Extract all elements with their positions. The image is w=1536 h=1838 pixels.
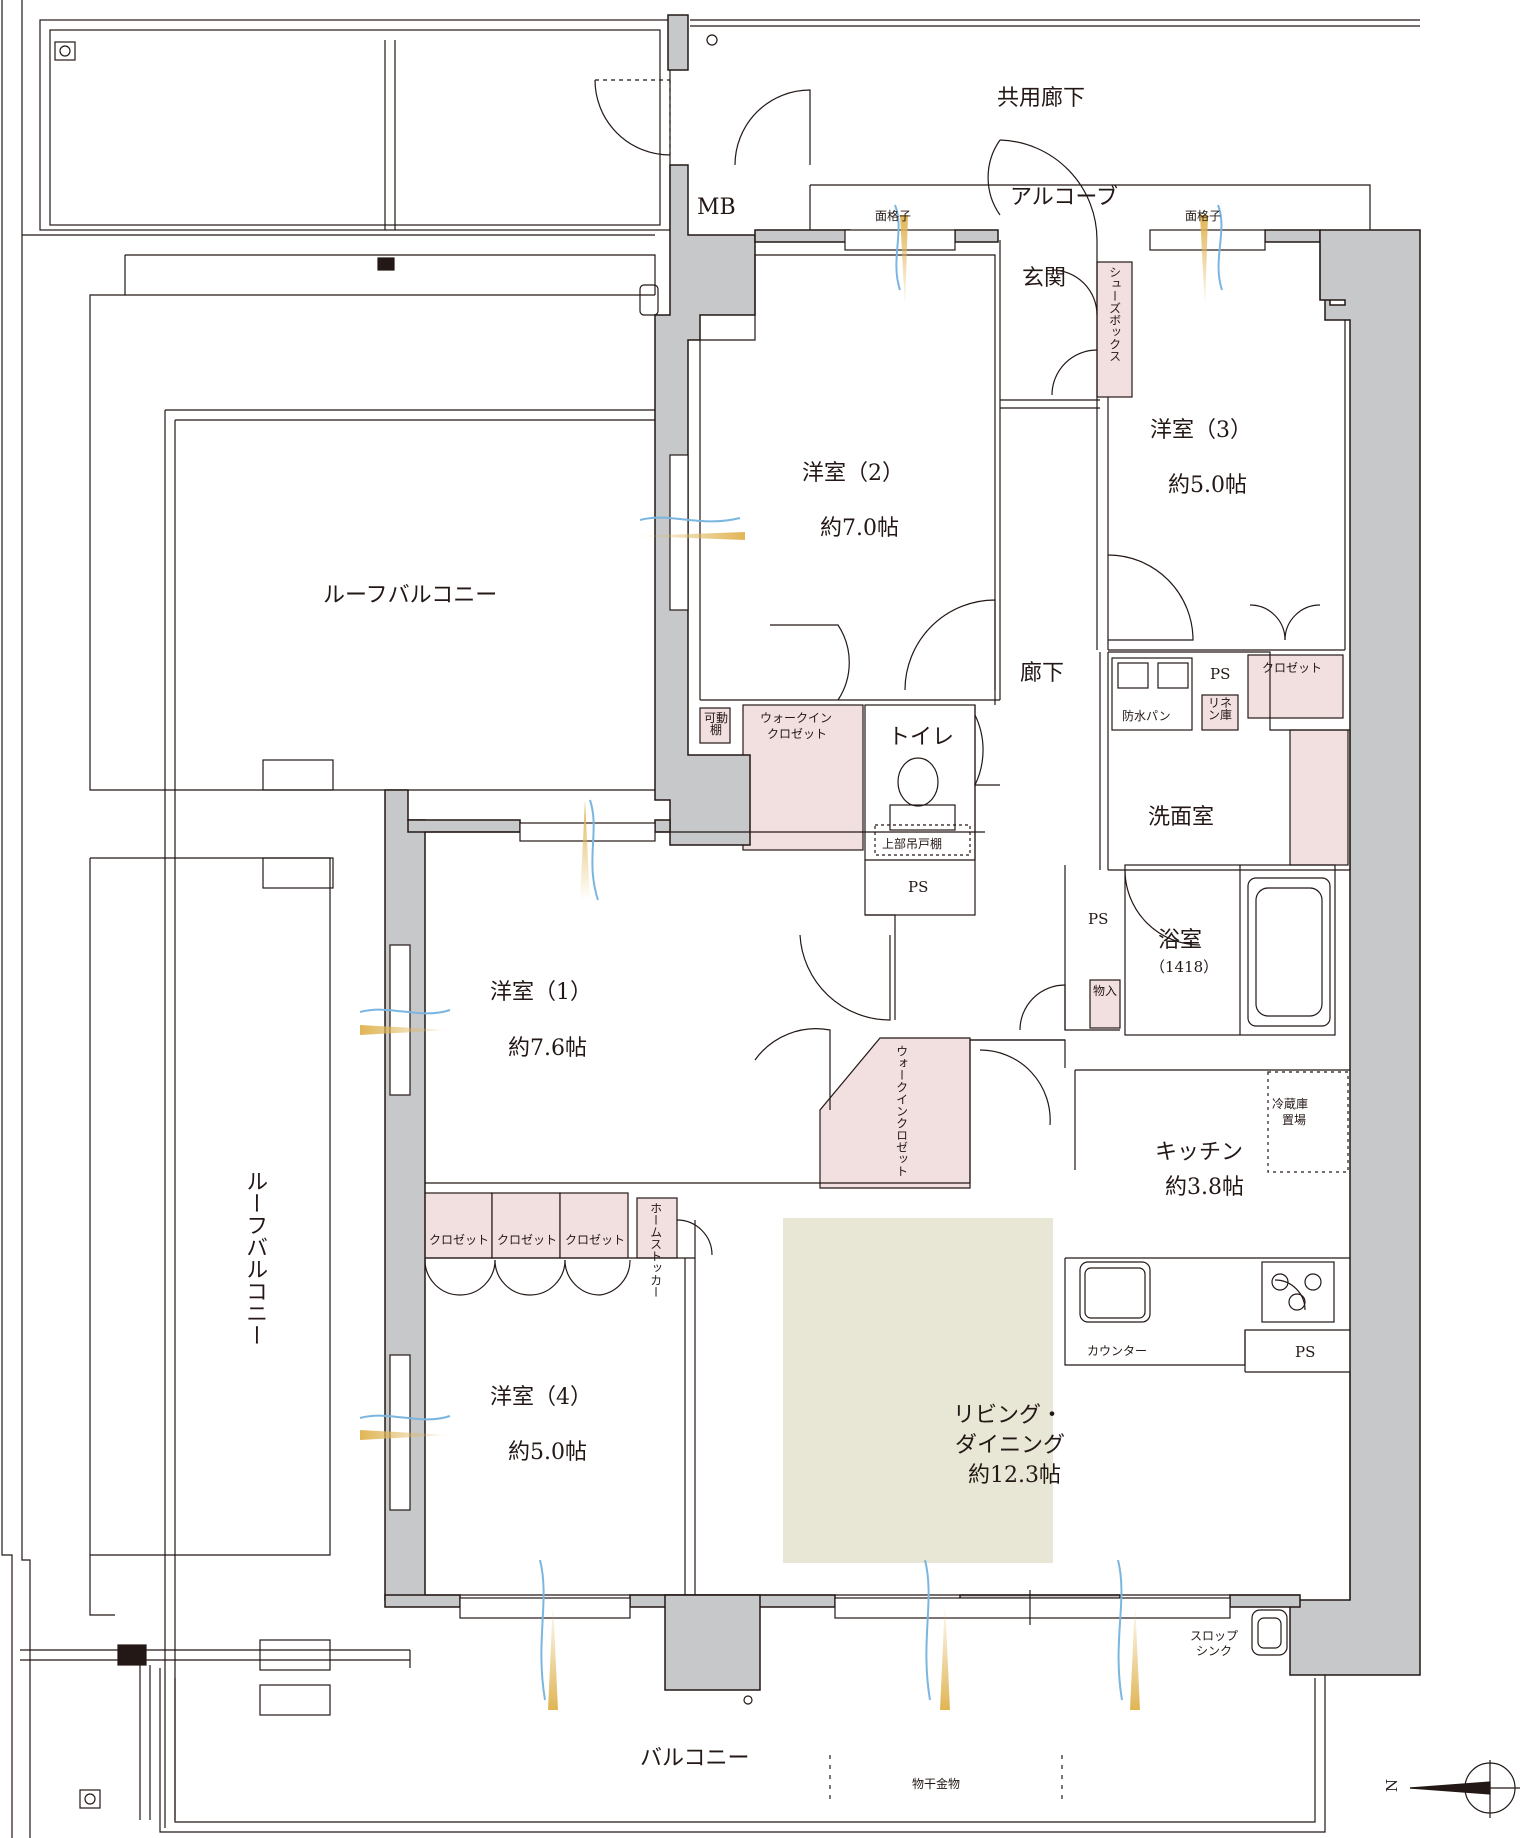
kitchen-name: キッチン: [1155, 1140, 1244, 1165]
fridge-label-line2: 置場: [1282, 1113, 1307, 1127]
hallway-label: 廊下: [1020, 661, 1065, 686]
movable-shelf-label: 可動棚: [703, 711, 728, 737]
room2-size: 約7.0帖: [820, 516, 899, 541]
clothes-hanger-label: 物干金物: [912, 1777, 961, 1791]
storage-mono-label: 物入: [1092, 984, 1117, 998]
room4-name: 洋室（4）: [490, 1385, 592, 1410]
room3-name: 洋室（3）: [1150, 418, 1252, 443]
roof-balcony-left-label: ルーフバルコニー: [242, 1170, 268, 1346]
counter-label: カウンター: [1087, 1344, 1148, 1358]
mb-label: MB: [697, 195, 736, 220]
closet-3-label: クロゼット: [564, 1233, 625, 1247]
kitchen-size: 約3.8帖: [1165, 1175, 1244, 1200]
closet-2-label: クロゼット: [496, 1233, 557, 1247]
washroom-label: 洗面室: [1148, 805, 1215, 830]
closet-1-label: クロゼット: [428, 1233, 489, 1247]
shoe-box-label: シューズボックス: [1107, 266, 1122, 362]
closet-room3-label: クロゼット: [1262, 661, 1323, 675]
linen-label: リネン庫: [1207, 696, 1232, 722]
living-size: 約12.3帖: [968, 1463, 1061, 1488]
roof-balcony-top-label: ルーフバルコニー: [323, 583, 498, 608]
storage-fills: [423, 261, 1349, 1259]
room1-name: 洋室（1）: [490, 980, 592, 1005]
slop-sink: [1251, 1609, 1288, 1656]
compass-icon: [1409, 1760, 1520, 1818]
room3-size: 約5.0帖: [1168, 473, 1247, 498]
outdoor-outlines: [1, 0, 1420, 1838]
door-swings: [424, 79, 1321, 1311]
wic-label-line1: ウォークイン: [760, 711, 833, 725]
ps-wash-label: PS: [1210, 665, 1231, 683]
washer-pan: [1111, 657, 1193, 731]
slop-sink-line1: スロップ: [1190, 1629, 1239, 1643]
bath-spec-label: （1418）: [1150, 958, 1219, 976]
wic-vertical-label: ウォークインクロゼット: [894, 1045, 909, 1177]
fridge-label-line1: 冷蔵庫: [1272, 1097, 1309, 1111]
toilet-fixture: [874, 757, 971, 856]
room2-name: 洋室（2）: [802, 461, 904, 486]
bolt-markers: [54, 34, 753, 1809]
common-corridor-label: 共用廊下: [997, 86, 1086, 111]
ps-bath-label: PS: [1088, 910, 1109, 928]
upper-shelf-label: 上部吊戸棚: [882, 837, 943, 851]
ventilation-flows: [359, 204, 1223, 1710]
ps-kitchen-label: PS: [1295, 1343, 1316, 1361]
bath-label: 浴室: [1158, 928, 1203, 953]
alcove-label: アルコーブ: [1010, 185, 1119, 210]
slop-sink-line2: シンク: [1196, 1644, 1233, 1658]
home-stocker-label: ホームストッカー: [648, 1202, 663, 1298]
ps-toilet-label: PS: [908, 878, 929, 896]
room4-size: 約5.0帖: [508, 1440, 587, 1465]
lattice-right-label: 面格子: [1185, 209, 1222, 223]
bathtub: [1247, 877, 1331, 1027]
toilet-label: トイレ: [888, 725, 955, 750]
genkan-label: 玄関: [1022, 266, 1067, 291]
compass-north-label: N: [1383, 1778, 1402, 1793]
room1-size: 約7.6帖: [508, 1036, 587, 1061]
lattice-left-label: 面格子: [875, 209, 912, 223]
living-zone: [783, 1218, 1053, 1563]
waterproof-pan-label: 防水パン: [1122, 709, 1171, 723]
living-name-line2: ダイニング: [955, 1433, 1066, 1458]
balcony-label: バルコニー: [640, 1746, 750, 1771]
wic-label-line2: クロゼット: [767, 727, 828, 741]
living-name-line1: リビング・: [953, 1403, 1064, 1428]
